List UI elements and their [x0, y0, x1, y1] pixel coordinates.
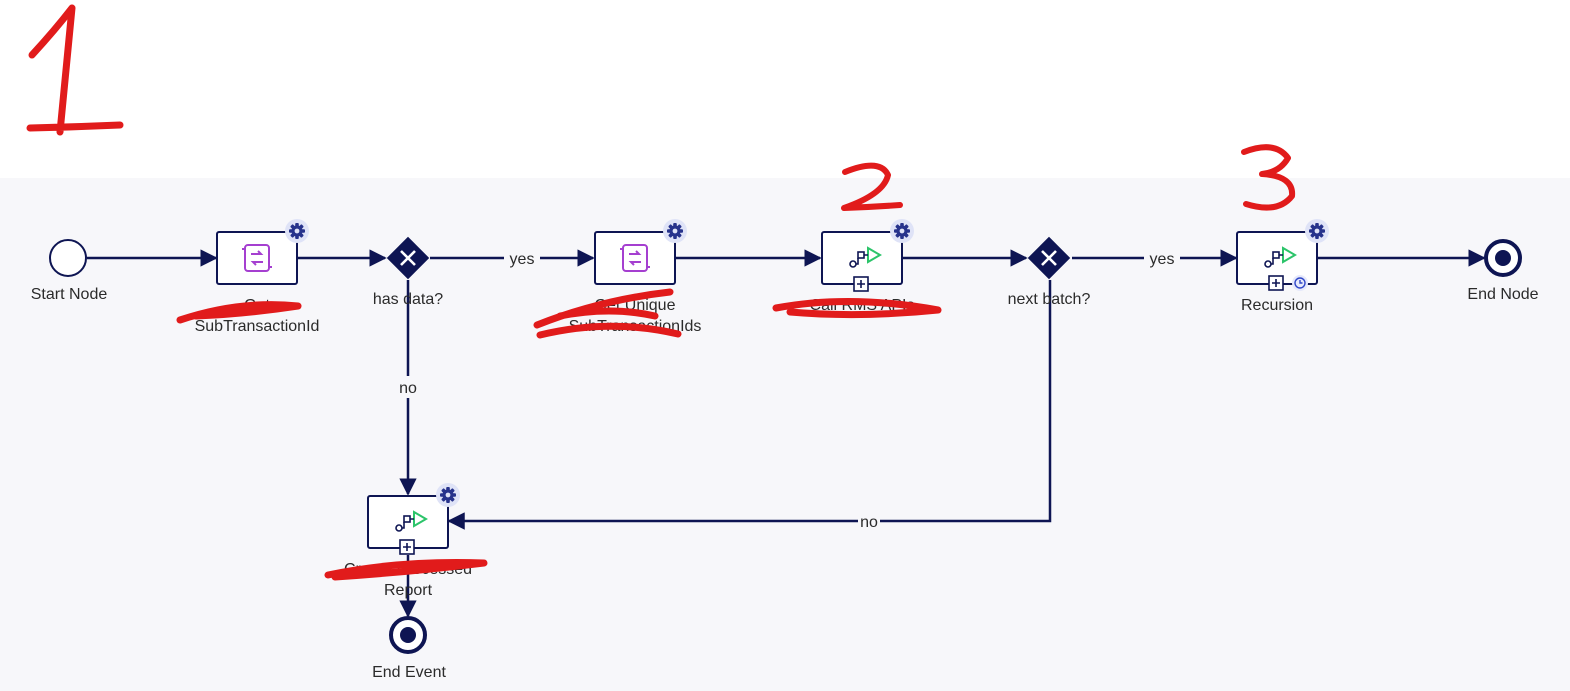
end-node[interactable]: End Node	[1467, 239, 1539, 303]
gateway-has-data[interactable]: has data?	[373, 235, 443, 308]
clock-icon	[1292, 275, 1308, 291]
end-event-dot	[400, 627, 416, 643]
redaction-scribble	[533, 288, 682, 339]
edge-label-nextbatch-yes: yes	[1150, 251, 1175, 268]
edge-label-nextbatch-no: no	[860, 514, 878, 531]
redaction-scribble	[772, 297, 942, 319]
gear-icon[interactable]	[890, 219, 914, 243]
annotation-number-2	[841, 162, 903, 211]
edge-label-hasdata-no: no	[399, 380, 417, 397]
end-event[interactable]: End Event	[372, 616, 446, 681]
redaction-scribble	[176, 301, 302, 324]
end-node-dot	[1495, 250, 1511, 266]
gear-icon[interactable]	[663, 219, 687, 243]
start-event-circle[interactable]	[49, 239, 87, 277]
end-event-label: End Event	[372, 664, 446, 681]
task-label-line2: SubTransactionId	[195, 318, 320, 335]
redaction-scribble	[324, 559, 488, 581]
edge-label-hasdata-yes: yes	[510, 251, 535, 268]
edge-nextbatch-no-a	[880, 280, 1052, 523]
expand-plus-icon[interactable]	[399, 539, 415, 555]
gateway-next-batch[interactable]: next batch?	[1008, 235, 1091, 308]
exclusive-gateway-icon[interactable]	[1026, 235, 1072, 281]
edges	[87, 249, 1486, 618]
red-annotations	[26, 4, 1296, 581]
annotation-number-3	[1241, 144, 1296, 211]
end-node-label: End Node	[1467, 286, 1538, 303]
start-event[interactable]: Start Node	[31, 239, 108, 303]
gear-icon[interactable]	[436, 483, 460, 507]
subprocess-create-report[interactable]: Create Processed Report	[344, 483, 472, 599]
gear-icon[interactable]	[1305, 219, 1329, 243]
exclusive-gateway-icon[interactable]	[385, 235, 431, 281]
gateway-label: next batch?	[1008, 291, 1091, 308]
task-box[interactable]	[216, 231, 298, 285]
start-event-label: Start Node	[31, 286, 108, 303]
gateway-label: has data?	[373, 291, 443, 308]
gear-icon[interactable]	[285, 219, 309, 243]
task-get-unique[interactable]: Get Unique SubTransactionIds	[569, 219, 702, 335]
expand-plus-icon[interactable]	[853, 276, 869, 292]
subprocess-recursion[interactable]: Recursion	[1236, 219, 1329, 314]
subprocess-label-line2: Report	[384, 582, 433, 599]
subprocess-label: Recursion	[1241, 297, 1313, 314]
task-box[interactable]	[594, 231, 676, 285]
expand-plus-icon[interactable]	[1268, 275, 1284, 291]
annotation-number-1	[26, 4, 124, 136]
